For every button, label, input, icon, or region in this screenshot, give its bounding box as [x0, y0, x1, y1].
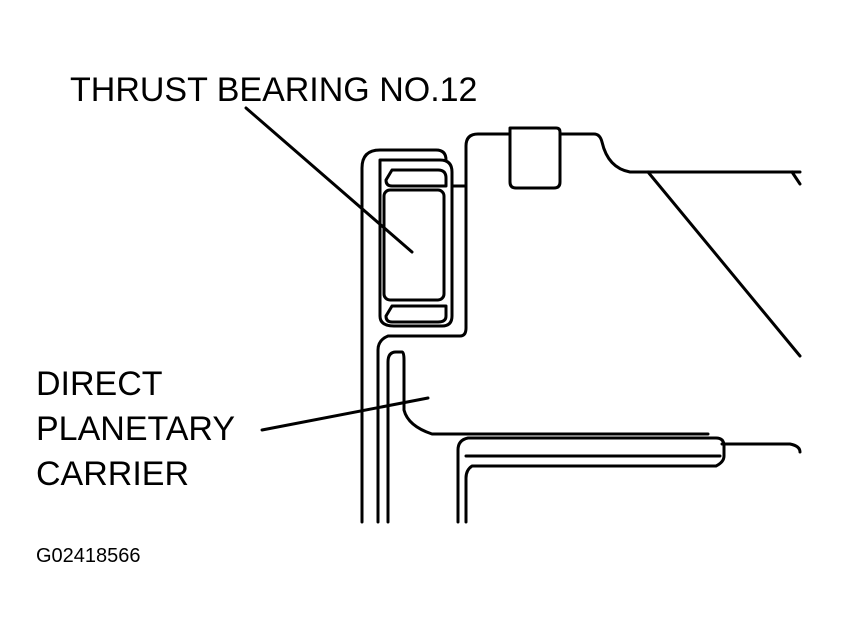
housing-inner-wall [376, 132, 512, 524]
direct-planetary-carrier-label: DIRECT PLANETARY CARRIER [36, 362, 235, 497]
bearing-bottom-race [384, 304, 448, 324]
carrier-web [386, 350, 710, 524]
surface-leader [646, 170, 802, 358]
carrier-leader [260, 396, 430, 432]
top-edge-tick [790, 170, 802, 186]
top-key-tab [508, 126, 562, 190]
carrier-label-line-2: PLANETARY [36, 410, 236, 448]
top-body-line [558, 132, 802, 174]
carrier-label-line-1: DIRECT [36, 365, 163, 403]
housing-outer-wall [360, 148, 448, 524]
thrust-bearing-leader [244, 106, 414, 254]
bearing-top-race [384, 168, 448, 188]
thrust-bearing-label: THRUST BEARING NO.12 [70, 71, 478, 109]
thrust-bearing-cage [378, 158, 454, 328]
carrier-shaft-line [456, 436, 726, 524]
figure-id: G02418566 [36, 545, 141, 567]
carrier-label-line-3: CARRIER [36, 455, 190, 493]
right-curve [720, 442, 802, 454]
bearing-roller [382, 188, 446, 302]
